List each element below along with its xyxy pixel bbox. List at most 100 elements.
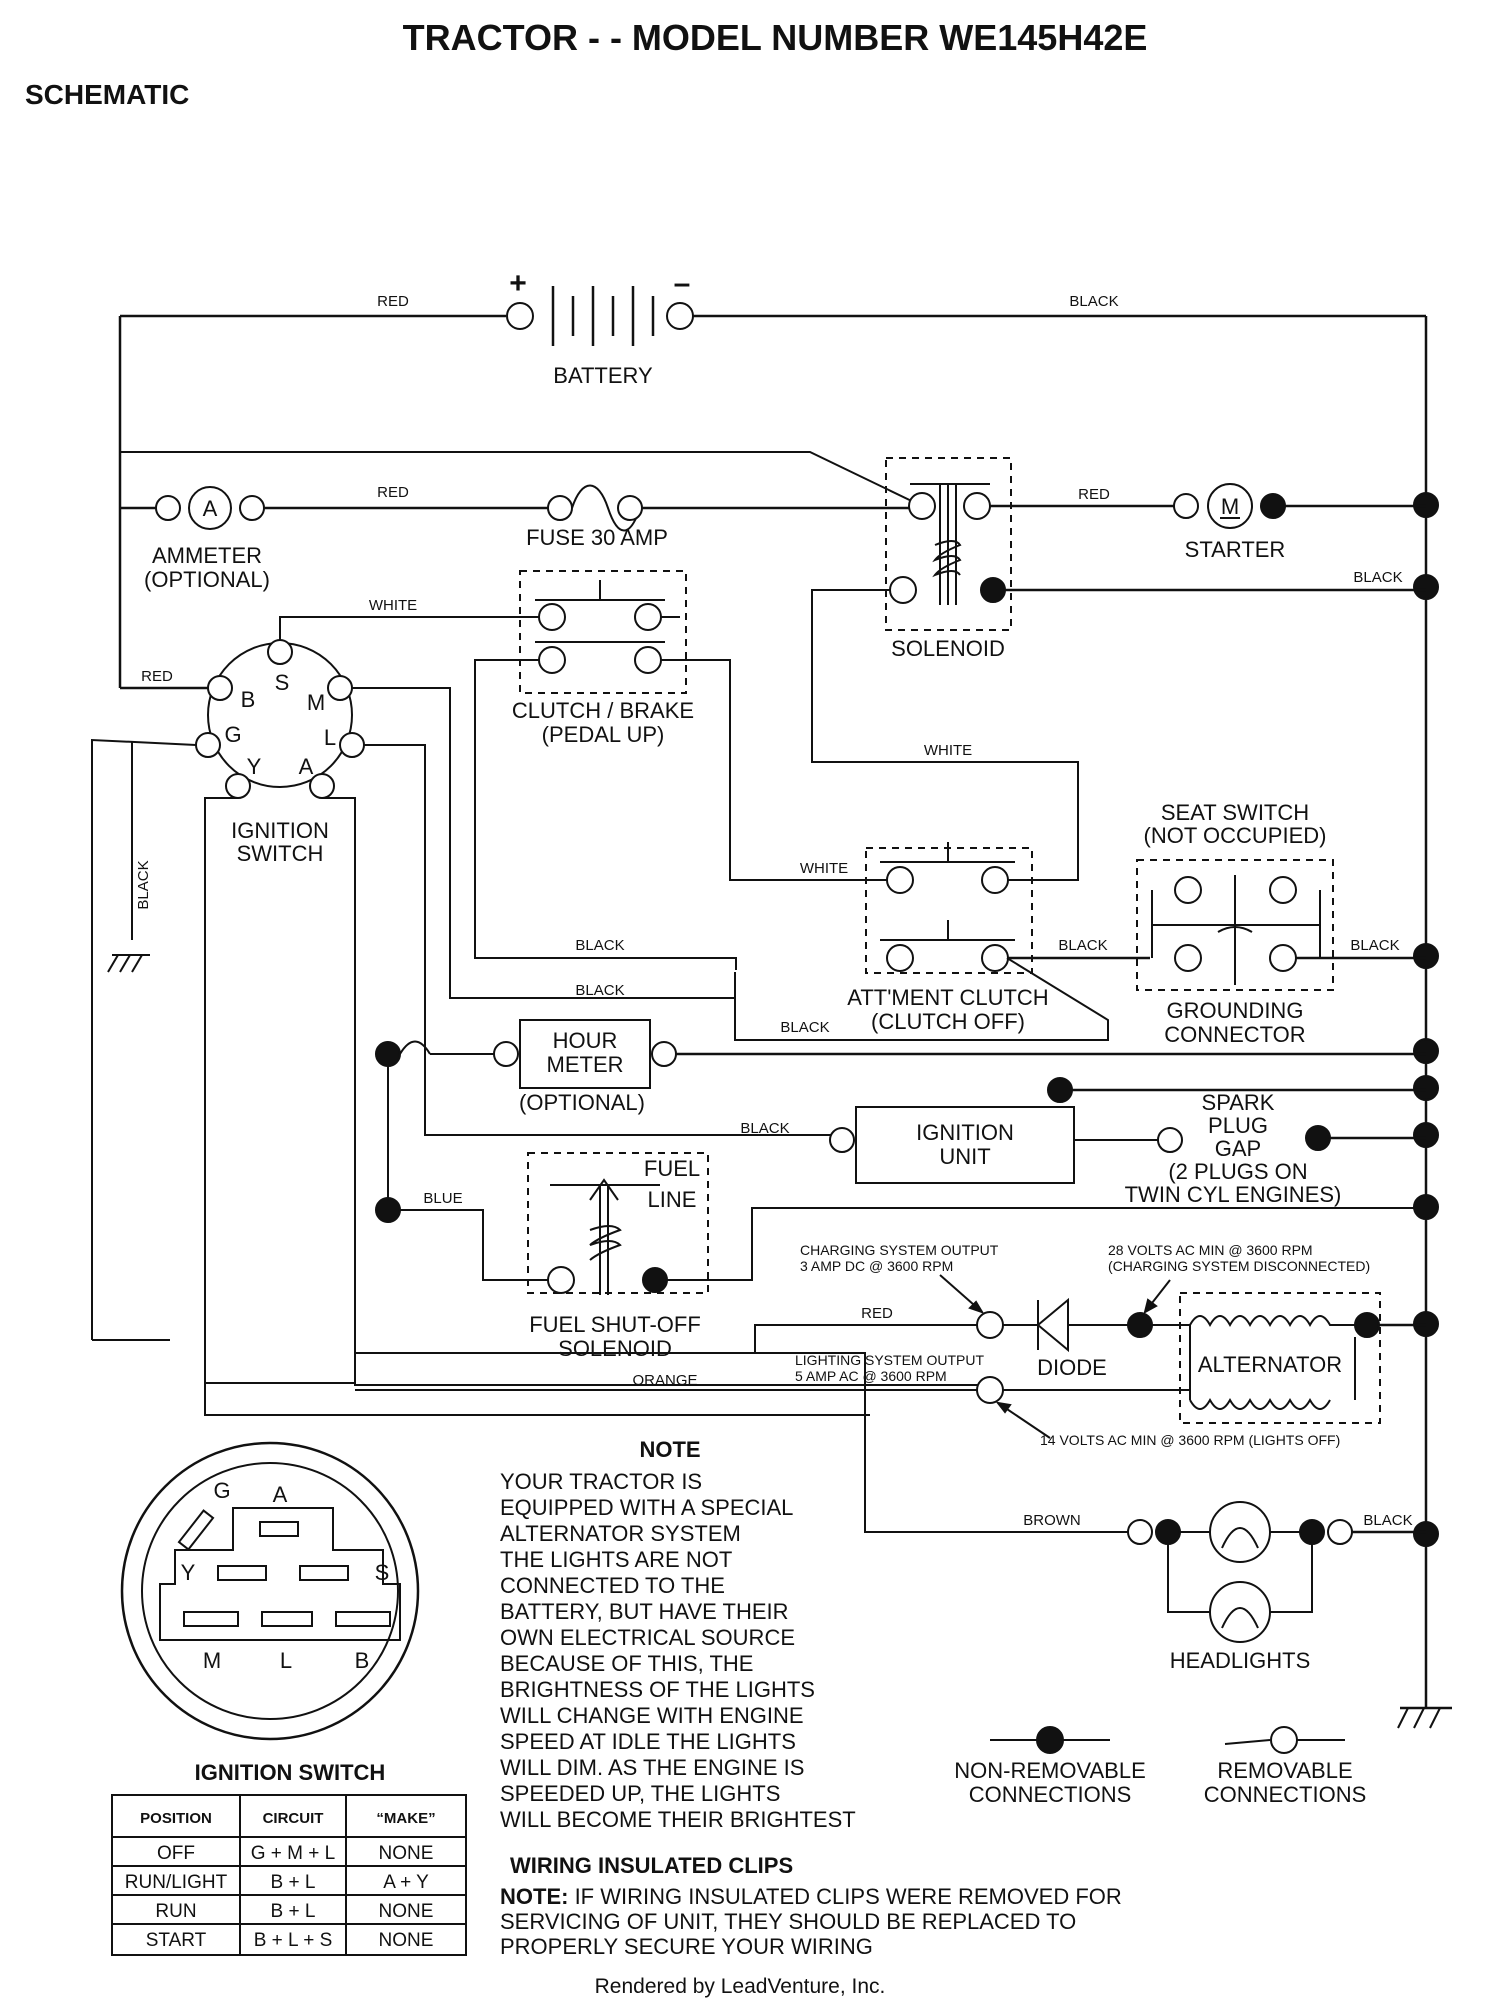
wire-label-black-headlights: BLACK [1363, 1512, 1412, 1529]
fuse-label: FUSE 30 AMP [526, 525, 668, 550]
charging-spec-1: CHARGING SYSTEM OUTPUT [800, 1242, 999, 1258]
ammeter-symbol: A [203, 496, 218, 521]
note-line: SPEEDED UP, THE LIGHTS [500, 1781, 780, 1806]
note-block: NOTE YOUR TRACTOR IS EQUIPPED WITH A SPE… [500, 1437, 856, 1832]
spark-plug: SPARK PLUG GAP (2 PLUGS ON TWIN CYL ENGI… [1125, 1090, 1342, 1207]
page-subtitle: SCHEMATIC [25, 79, 189, 110]
legend-nonremovable-label-2: CONNECTIONS [969, 1782, 1132, 1807]
volts-spec-1: 28 VOLTS AC MIN @ 3600 RPM [1108, 1242, 1313, 1258]
ignition-unit-label-2: UNIT [939, 1144, 990, 1169]
ignition-switch-table: IGNITION SWITCH POSITION CIRCUIT “MAKE” … [111, 1760, 467, 1956]
alternator: ALTERNATOR [1152, 1292, 1381, 1424]
headlights: BROWN HEADLIGHTS [752, 1352, 1353, 1673]
table-cell: NONE [379, 1930, 434, 1951]
connection-legend: NON-REMOVABLE CONNECTIONS REMOVABLE CONN… [954, 1726, 1367, 1807]
spark-plug-label-5: TWIN CYL ENGINES) [1125, 1182, 1342, 1207]
switch-face-label-b: B [355, 1648, 370, 1673]
fuel-shutoff-solenoid: BLUE FUEL LINE FUEL SHUT-OFF SOLENOID [375, 1152, 709, 1361]
spark-plug-label-4: (2 PLUGS ON [1168, 1159, 1307, 1184]
ignition-unit-label: IGNITION [916, 1120, 1014, 1145]
lights-off-spec: 14 VOLTS AC MIN @ 3600 RPM (LIGHTS OFF) [1040, 1432, 1340, 1448]
wire-label-black-solenoid: BLACK [1353, 569, 1402, 586]
ignition-terminal-s: S [275, 670, 290, 695]
switch-face-label-g: G [213, 1478, 230, 1503]
wiring-clips-note: WIRING INSULATED CLIPS NOTE: IF WIRING I… [500, 1853, 1122, 1959]
page-title: TRACTOR - - MODEL NUMBER WE145H42E [403, 17, 1148, 58]
hour-meter: HOUR METER (OPTIONAL) [375, 1019, 677, 1115]
headlights-label: HEADLIGHTS [1170, 1648, 1311, 1673]
note-line: YOUR TRACTOR IS [500, 1469, 702, 1494]
fuel-line-label-1: FUEL [644, 1156, 700, 1181]
wire-label-red-charging: RED [861, 1305, 893, 1322]
diode-label: DIODE [1037, 1355, 1107, 1380]
wire-label-black-battery: BLACK [1069, 293, 1118, 310]
table-cell: START [146, 1930, 207, 1951]
clips-note-line-1: NOTE: IF WIRING INSULATED CLIPS WERE REM… [500, 1884, 1122, 1909]
table-cell: RUN/LIGHT [125, 1872, 228, 1893]
wire-label-white-clutch: WHITE [800, 860, 848, 877]
fuel-solenoid-label-2: SOLENOID [558, 1336, 672, 1361]
clips-note-line-2: SERVICING OF UNIT, THEY SHOULD BE REPLAC… [500, 1909, 1076, 1934]
ignition-terminal-l: L [324, 725, 336, 750]
seat-switch-label: SEAT SWITCH [1161, 800, 1309, 825]
seat-switch: SEAT SWITCH (NOT OCCUPIED) GROUNDING CON… [1136, 800, 1334, 1047]
wire-label-white-ignition: WHITE [369, 597, 417, 614]
table-cell: RUN [155, 1901, 196, 1922]
switch-face-label-l: L [280, 1648, 292, 1673]
table-cell: OFF [157, 1843, 195, 1864]
note-heading: NOTE [639, 1437, 700, 1462]
footer-credit: Rendered by LeadVenture, Inc. [595, 1975, 886, 1998]
alternator-label: ALTERNATOR [1198, 1352, 1342, 1377]
battery-positive-symbol: + [509, 267, 527, 300]
fuel-solenoid-label: FUEL SHUT-OFF [529, 1312, 701, 1337]
charging-spec-2: 3 AMP DC @ 3600 RPM [800, 1258, 953, 1274]
wire-label-blue: BLUE [423, 1190, 462, 1207]
note-line: WILL DIM. AS THE ENGINE IS [500, 1755, 804, 1780]
note-line: CONNECTED TO THE [500, 1573, 725, 1598]
ignition-terminal-y: Y [247, 754, 262, 779]
wire-label-brown: BROWN [1023, 1512, 1081, 1529]
legend-nonremovable-label: NON-REMOVABLE [954, 1758, 1146, 1783]
solenoid: SOLENOID [885, 457, 1012, 661]
table-cell: A + Y [383, 1872, 429, 1893]
starter-symbol: M [1221, 494, 1239, 519]
note-line: WILL BECOME THEIR BRIGHTEST [500, 1807, 856, 1832]
wire-label-black-ground-bus: BLACK [1350, 937, 1399, 954]
table-cell: B + L [271, 1901, 316, 1922]
grounding-connector-label: GROUNDING [1167, 998, 1304, 1023]
ignition-terminal-m: M [307, 690, 325, 715]
table-header: CIRCUIT [263, 1810, 324, 1827]
clips-note-line-3: PROPERLY SECURE YOUR WIRING [500, 1934, 873, 1959]
note-line: BECAUSE OF THIS, THE [500, 1651, 753, 1676]
legend-removable-label-2: CONNECTIONS [1204, 1782, 1367, 1807]
hour-meter-label: HOUR [553, 1028, 618, 1053]
ammeter-optional-label: (OPTIONAL) [144, 567, 270, 592]
table-cell: B + L [271, 1872, 316, 1893]
wire-label-black-ground: BLACK [135, 860, 152, 909]
table-cell: G + M + L [251, 1843, 335, 1864]
ignition-unit: IGNITION UNIT [829, 1077, 1075, 1184]
switch-face-label-s: S [375, 1560, 390, 1585]
spark-plug-label-2: PLUG [1208, 1113, 1268, 1138]
table-header: POSITION [140, 1810, 212, 1827]
hour-meter-label-2: METER [547, 1052, 624, 1077]
wire-label-red-ammeter: RED [377, 484, 409, 501]
ignition-terminal-b: B [241, 687, 256, 712]
attachment-clutch-label: ATT'MENT CLUTCH [847, 985, 1048, 1010]
battery-label: BATTERY [553, 363, 653, 388]
switch-face-label-m: M [203, 1648, 221, 1673]
clutch-brake-label: CLUTCH / BRAKE [512, 698, 694, 723]
grounding-connector-label-2: CONNECTOR [1164, 1022, 1305, 1047]
battery-negative-symbol: – [674, 267, 691, 300]
ignition-terminal-g: G [224, 722, 241, 747]
ignition-switch: S B M G L Y A IGNITION SWITCH [195, 639, 365, 866]
starter-motor: M STARTER [1173, 483, 1286, 562]
nonremovable-connection-symbol [1036, 1726, 1064, 1754]
starter-label: STARTER [1185, 537, 1286, 562]
table-cell: B + L + S [254, 1930, 333, 1951]
ignition-terminal-a: A [299, 754, 314, 779]
clutch-brake-label-2: (PEDAL UP) [542, 722, 665, 747]
wire-label-red-starter: RED [1078, 486, 1110, 503]
wire-label-black-clutch: BLACK [575, 937, 624, 954]
wire-label-black-clutch-2: BLACK [575, 982, 624, 999]
